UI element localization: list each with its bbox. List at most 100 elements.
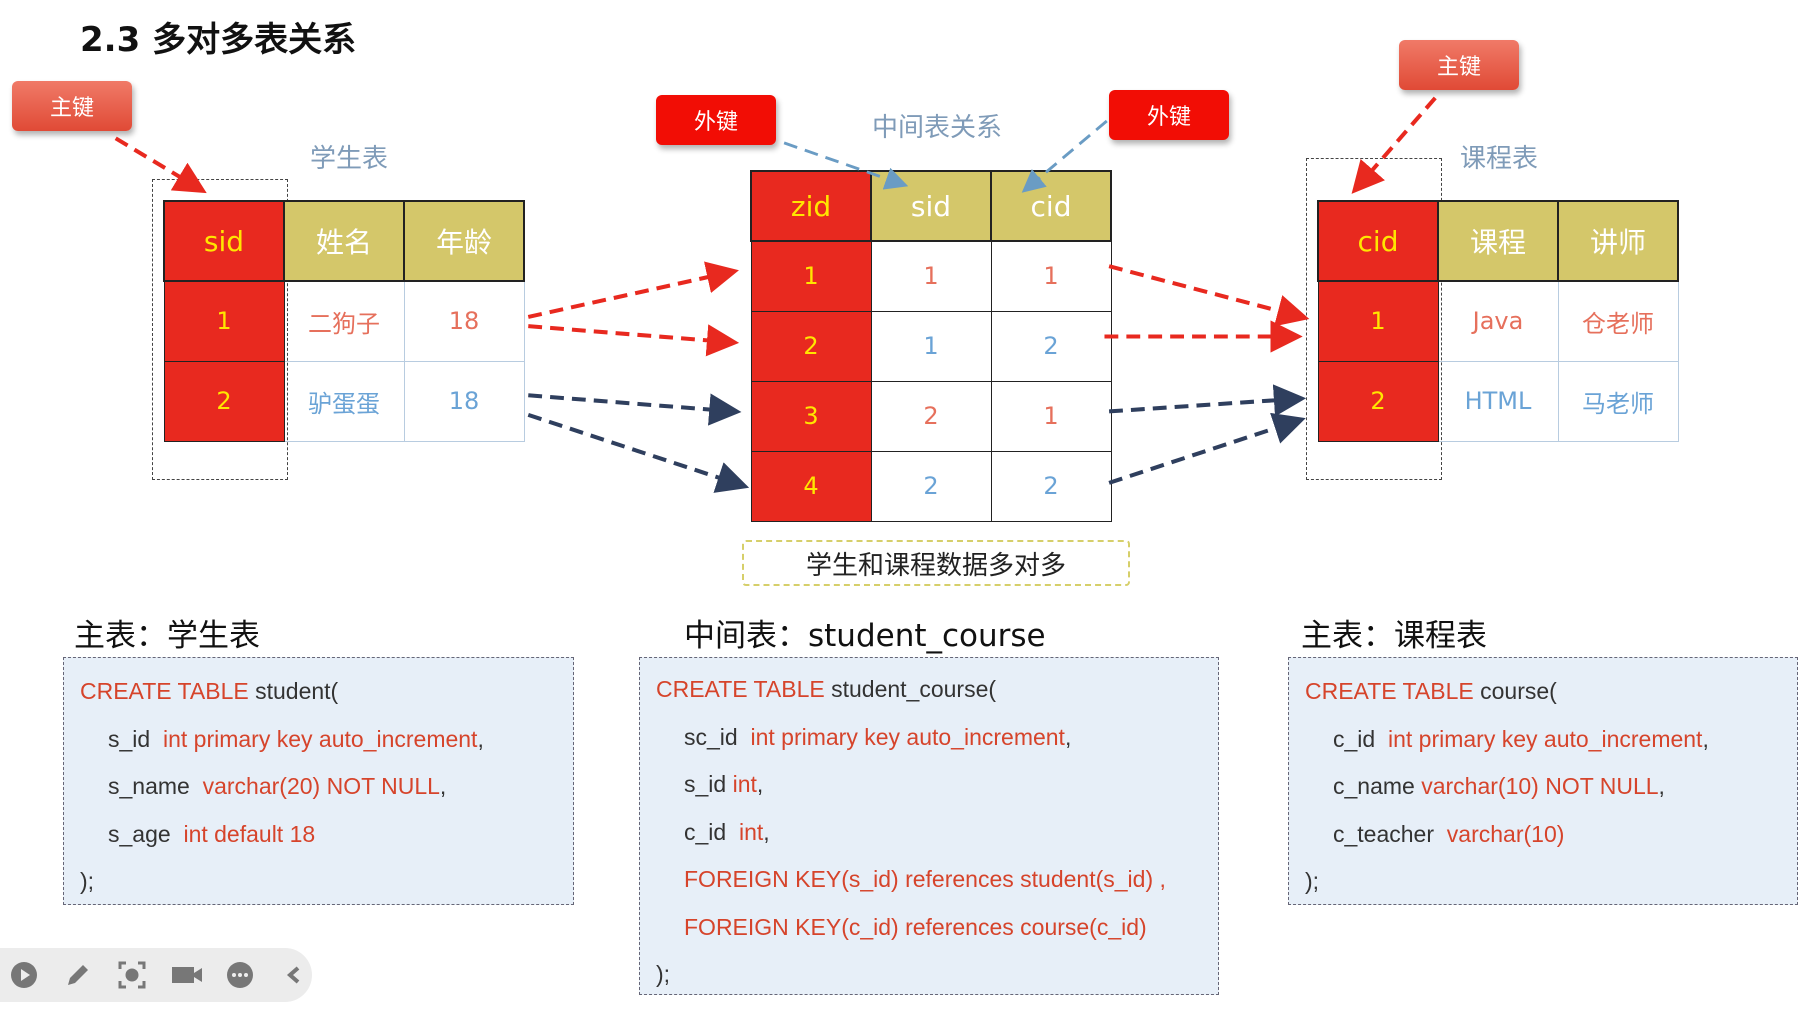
- code-identifier: s_id: [684, 771, 733, 797]
- code-line: s_age int default 18: [80, 821, 573, 869]
- video-camera-icon[interactable]: [170, 959, 202, 991]
- table-cell: 仓老师: [1557, 280, 1679, 362]
- code-line: CREATE TABLE student(: [80, 678, 573, 726]
- code-identifier: s_name: [108, 773, 203, 799]
- code-keyword: varchar(10): [1446, 820, 1565, 847]
- code-identifier: ,: [1658, 773, 1665, 799]
- arrow: [528, 393, 742, 426]
- code-line: );: [1305, 868, 1797, 916]
- code-identifier: c_id: [684, 818, 739, 845]
- code-identifier: s_id: [108, 725, 163, 752]
- table-cell: 2: [870, 380, 992, 452]
- arrow: [1108, 412, 1306, 485]
- code-keyword: varchar(20) NOT NULL: [202, 773, 440, 799]
- code-identifier: );: [656, 961, 671, 987]
- column-header: cid: [1317, 200, 1439, 282]
- code-line: c_id int,: [656, 819, 1218, 867]
- code-keyword: CREATE TABLE: [1305, 678, 1481, 704]
- code-line: s_id int,: [656, 771, 1218, 819]
- table-cell: 1: [990, 240, 1112, 312]
- code-identifier: c_id: [1333, 725, 1388, 752]
- code-identifier: course(: [1480, 678, 1557, 704]
- section-heading-student: 主表：学生表: [74, 618, 260, 654]
- code-keyword: int: [738, 818, 764, 845]
- arrow: [1108, 264, 1310, 327]
- column-header: 姓名: [283, 200, 405, 282]
- code-keyword: int primary key auto_increment: [162, 725, 478, 752]
- table-cell: 18: [403, 360, 525, 442]
- column-header: 课程: [1437, 200, 1559, 282]
- foreign-key-badge-left: 外键: [656, 95, 776, 145]
- code-line: CREATE TABLE course(: [1305, 678, 1797, 726]
- code-line: );: [80, 868, 573, 916]
- arrow: [1108, 384, 1307, 417]
- table-cell: HTML: [1437, 360, 1559, 442]
- more-icon[interactable]: [224, 959, 256, 991]
- many-to-many-caption: 学生和课程数据多对多: [742, 540, 1130, 586]
- code-keyword: int primary key auto_increment: [750, 723, 1065, 750]
- pen-icon[interactable]: [62, 959, 94, 991]
- column-header: 讲师: [1557, 200, 1679, 282]
- code-line: FOREIGN KEY(s_id) references student(s_i…: [656, 866, 1218, 914]
- code-identifier: ,: [763, 818, 770, 845]
- arrow: [527, 412, 750, 493]
- code-identifier: c_teacher: [1333, 820, 1447, 847]
- table-cell: 1: [870, 240, 992, 312]
- code-keyword: FOREIGN KEY(c_id) references course(c_id…: [684, 913, 1147, 940]
- code-block-course: CREATE TABLE course(c_id int primary key…: [1288, 657, 1798, 905]
- code-identifier: c_name: [1333, 773, 1422, 799]
- table-cell: 2: [990, 450, 1112, 522]
- code-line: CREATE TABLE student_course(: [656, 676, 1218, 724]
- table-cell: 1: [163, 280, 285, 362]
- column-header: cid: [990, 170, 1112, 242]
- course-table-label: 课程表: [1459, 144, 1539, 174]
- table-cell: 二狗子: [283, 280, 405, 362]
- code-line: sc_id int primary key auto_increment,: [656, 724, 1218, 772]
- code-identifier: ,: [1702, 725, 1709, 752]
- middle-table-label: 中间表关系: [871, 113, 1003, 143]
- table-cell: 4: [750, 450, 872, 522]
- table-cell: 1: [990, 380, 1112, 452]
- code-line: FOREIGN KEY(c_id) references course(c_id…: [656, 914, 1218, 962]
- collapse-chevron-icon[interactable]: [278, 959, 310, 991]
- code-line: );: [656, 961, 1218, 1009]
- code-identifier: ,: [477, 725, 484, 752]
- table-cell: 3: [750, 380, 872, 452]
- slide-title: 2.3 多对多表关系: [80, 20, 357, 60]
- table-cell: 马老师: [1557, 360, 1679, 442]
- primary-key-badge-right: 主键: [1399, 40, 1519, 90]
- code-identifier: ,: [756, 771, 764, 797]
- code-identifier: student_course(: [831, 676, 997, 702]
- play-icon[interactable]: [8, 959, 40, 991]
- presentation-toolbar: [0, 948, 312, 1002]
- code-keyword: FOREIGN KEY(s_id) references student(s_i…: [684, 866, 1166, 892]
- section-heading-middle: 中间表：student_course: [684, 618, 1046, 654]
- code-keyword: int default 18: [183, 820, 316, 847]
- screenshot-icon[interactable]: [116, 959, 148, 991]
- code-line: c_name varchar(10) NOT NULL,: [1305, 773, 1797, 821]
- column-header: sid: [870, 170, 992, 242]
- primary-key-badge-left: 主键: [12, 81, 132, 131]
- table-cell: 2: [163, 360, 285, 442]
- table-cell: Java: [1437, 280, 1559, 362]
- code-keyword: int primary key auto_increment: [1387, 725, 1703, 752]
- code-identifier: sc_id: [684, 723, 751, 750]
- code-identifier: s_age: [108, 820, 184, 847]
- table-cell: 1: [870, 310, 992, 382]
- table-cell: 1: [750, 240, 872, 312]
- table-cell: 2: [990, 310, 1112, 382]
- code-identifier: ,: [1064, 723, 1072, 750]
- table-cell: 18: [403, 280, 525, 362]
